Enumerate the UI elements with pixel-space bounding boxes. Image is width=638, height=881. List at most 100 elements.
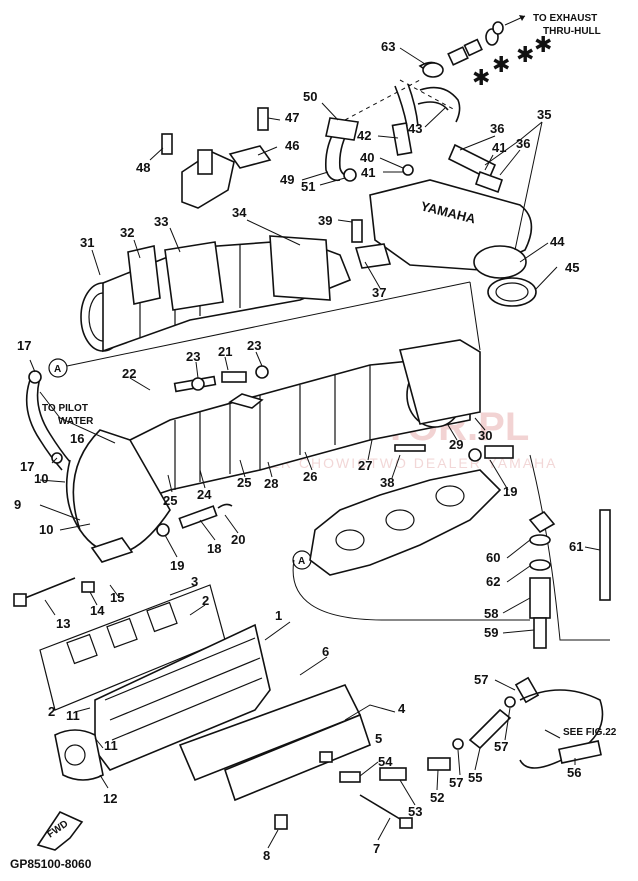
leader-19b: [489, 459, 509, 491]
part-label-63: 63: [381, 39, 395, 54]
hose-loop-2: [292, 559, 530, 621]
head-port-1: [335, 529, 365, 551]
leader-33: [169, 227, 181, 253]
washer-2: [492, 21, 504, 35]
part-label-26: 26: [303, 469, 317, 484]
part-label-27: 27: [358, 458, 372, 473]
leader-41b: [484, 154, 494, 171]
adapter: [447, 46, 469, 66]
joint-45-inner: [495, 282, 529, 302]
part-label-62: 62: [486, 574, 500, 589]
leader-58: [502, 597, 531, 614]
leader-2: [189, 604, 206, 616]
fitting-55: [468, 708, 512, 750]
leader-14: [89, 591, 98, 606]
bolt-47: [257, 107, 269, 131]
clamp-51: [343, 168, 357, 182]
ref-a-line-2: [469, 281, 481, 351]
part-label-5: 5: [375, 731, 382, 746]
part-label-15: 15: [110, 590, 124, 605]
leader-63: [399, 47, 426, 65]
spring-53: [379, 767, 407, 781]
to-exhaust-line-1: TO EXHAUST: [533, 13, 597, 24]
leader-57c: [494, 679, 516, 691]
pipe-61: [599, 509, 611, 601]
leader-30: [474, 417, 486, 431]
drawing-code: GP85100-8060: [10, 857, 92, 871]
leader-17b: [51, 457, 58, 464]
part-label-17: 17: [17, 338, 31, 353]
ref-a-bottom-label: A: [298, 556, 305, 567]
part-label-31: 31: [80, 235, 94, 250]
leader-59: [502, 629, 535, 634]
part-label-4: 4: [398, 701, 406, 716]
cylinder-head-38: [292, 454, 610, 641]
part-label-17b: 17: [20, 459, 34, 474]
hose-56-loop: [519, 689, 604, 769]
leader-lines: [29, 47, 601, 849]
fwd-arrow: [36, 810, 84, 851]
part-label-20: 20: [231, 532, 245, 547]
see-fig-label: SEE FIG.22: [563, 727, 617, 738]
part-label-30: 30: [478, 428, 492, 443]
plate-33: [164, 241, 224, 311]
leader-9: [39, 504, 81, 521]
clamp-25: [228, 393, 264, 409]
part-label-54: 54: [378, 754, 393, 769]
asterisk-mark: ✱: [492, 53, 510, 78]
part-label-52: 52: [430, 790, 444, 805]
head-body: [309, 469, 502, 576]
water-lock-assembly: [129, 339, 481, 502]
part-label-57c: 57: [474, 672, 488, 687]
clamp-57-b: [504, 696, 516, 708]
part-label-2: 2: [202, 593, 209, 608]
part-label-43: 43: [408, 121, 422, 136]
bolt-7: [359, 794, 406, 823]
leader-40: [379, 157, 404, 169]
clamp-19-b: [468, 448, 482, 462]
joint-45: [487, 277, 537, 307]
bolt-14: [81, 581, 95, 593]
leader-6: [299, 656, 328, 676]
plate-12-hole: [64, 744, 86, 766]
leader-36b: [499, 149, 521, 176]
leader-55: [474, 747, 481, 771]
manifold-ribs: [104, 637, 263, 741]
leader-48: [149, 147, 164, 161]
part-label-6: 6: [322, 644, 329, 659]
part-label-40: 40: [360, 150, 374, 165]
callout-notes: TO EXHAUST THRU-HULL TO PILOT WATER SEE …: [10, 13, 617, 871]
part-label-14: 14: [90, 603, 105, 618]
part-label-38: 38: [380, 475, 394, 490]
leader-1: [264, 621, 291, 641]
part-label-7: 7: [373, 841, 380, 856]
leader-57b: [504, 707, 511, 741]
fasteners-left: [13, 444, 514, 607]
cap-60-ring: [529, 534, 551, 546]
part-label-58: 58: [484, 606, 498, 621]
joint-30: [398, 339, 481, 425]
part-label-11: 11: [66, 708, 80, 723]
part-label-28: 28: [264, 476, 278, 491]
leader-43: [424, 107, 446, 128]
part-label-19: 19: [170, 558, 184, 573]
pipe-stub-36: [447, 143, 497, 181]
hose-42-b: [407, 83, 419, 127]
hose-43-b: [417, 101, 449, 111]
ref-a-top: [48, 358, 68, 378]
pilot-water-hose: [25, 370, 171, 563]
leader-11: [94, 737, 104, 749]
leader-23: [195, 361, 199, 379]
leader-23b: [255, 351, 263, 367]
asterisk-marks: ✱ ✱ ✱ ✱: [472, 33, 552, 91]
clamp-23-b: [255, 365, 269, 379]
water-lock-rings: [174, 365, 371, 490]
outlet-44: [473, 245, 527, 279]
leader-35b: [514, 121, 543, 251]
part-label-42: 42: [357, 128, 371, 143]
leader-38: [391, 454, 401, 479]
nut: [463, 38, 483, 57]
leader-51: [319, 177, 346, 186]
leader-7: [377, 817, 391, 841]
fwd-indicator: FWD: [36, 810, 84, 851]
